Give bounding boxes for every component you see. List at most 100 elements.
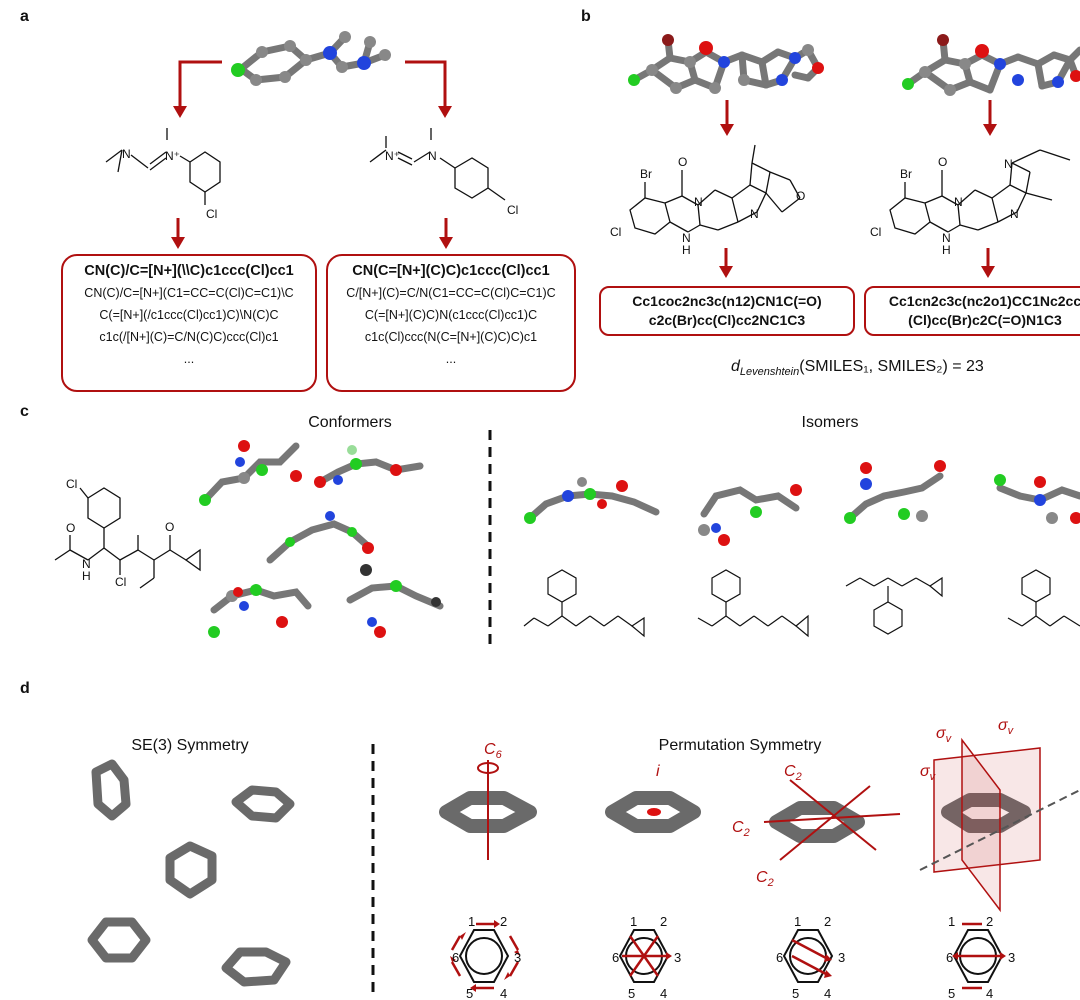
inversion-label: i <box>656 763 660 780</box>
struct-b2-n: N <box>954 195 963 209</box>
struct-b2-nh: N <box>942 231 951 245</box>
se3-title: SE(3) Symmetry <box>131 737 249 754</box>
ring-num: 6 <box>612 950 619 965</box>
c6-label: C6 <box>484 741 503 761</box>
levenshtein-distance: dLevenshtein(SMILES₁, SMILES₂) = 23 <box>731 358 984 378</box>
struct-b1-o: O <box>678 155 687 169</box>
ring-num: 4 <box>500 986 507 1000</box>
ring-num: 3 <box>674 950 681 965</box>
panel-label-b: b <box>581 8 591 25</box>
smiles-ellipsis: ... <box>445 352 457 366</box>
ring-num: 3 <box>838 950 845 965</box>
struct-a-left-n2: N⁺ <box>165 149 180 163</box>
ring-num: 1 <box>468 914 475 929</box>
panel-d-graphics: C6 i C2 C2 C2 σv σv σv <box>87 717 1080 1000</box>
panel-label-a: a <box>20 8 29 25</box>
ring-num: 6 <box>452 950 459 965</box>
struct-b2-cl: Cl <box>870 225 881 239</box>
ring-num: 2 <box>500 914 507 929</box>
smiles-box-left: CN(C)/C=[N+](\\C)c1ccc(Cl)cc1 CN(C)/C=[N… <box>61 254 317 392</box>
sigma-label-3: σv <box>920 763 937 783</box>
sigma-label-2: σv <box>998 717 1015 737</box>
c2-label-top: C2 <box>784 763 802 783</box>
ring-num: 1 <box>794 914 801 929</box>
struct-a-right-n1: N⁺ <box>385 149 400 163</box>
ring-num: 3 <box>1008 950 1015 965</box>
struct-c-cl2: Cl <box>115 575 126 589</box>
struct-b1-n: N <box>694 195 703 209</box>
struct-b2-br: Br <box>900 167 912 181</box>
sigma-label-1: σv <box>936 725 953 745</box>
ring-num: 1 <box>948 914 955 929</box>
panel-label-d: d <box>20 680 30 697</box>
ring-num: 2 <box>660 914 667 929</box>
smiles-variant: C(=[N+](C)C)N(c1ccc(Cl)cc1)C <box>364 308 538 322</box>
struct-b1-h: H <box>682 243 691 257</box>
struct-a-left-n1: N <box>122 147 131 161</box>
conformers-title: Conformers <box>308 414 392 431</box>
permutation-title: Permutation Symmetry <box>658 737 822 754</box>
c2-label-left: C2 <box>732 819 750 839</box>
struct-c-o2: O <box>165 520 174 534</box>
smiles-box-b1: Cc1coc2nc3c(n12)CN1C(=O) c2c(Br)cc(Cl)cc… <box>599 286 855 336</box>
conformer-group <box>201 442 444 614</box>
ring-num: 1 <box>630 914 637 929</box>
struct-a-right-n2: N <box>428 149 437 163</box>
struct-c-n: N <box>82 557 91 571</box>
smiles-box-right: CN(C=[N+](C)C)c1ccc(Cl)cc1 C/[N+](C)=C/N… <box>326 254 576 392</box>
smiles-variant: CN(C)/C=[N+](C1=CC=C(Cl)C=C1)\C <box>84 286 294 300</box>
ring-num: 5 <box>466 986 473 1000</box>
lev-sub: Levenshtein <box>739 366 800 379</box>
ring-num: 3 <box>514 950 521 965</box>
ring-num: 4 <box>824 986 831 1000</box>
smiles-line: Cc1cn2c3c(nc2o1)CC1Nc2cc <box>888 293 1080 309</box>
smiles-canonical-left: CN(C)/C=[N+](\\C)c1ccc(Cl)cc1 <box>84 263 294 279</box>
ring-num: 5 <box>628 986 635 1000</box>
ring-num: 4 <box>660 986 667 1000</box>
isomer-atoms <box>524 460 1080 546</box>
panel-label-c: c <box>20 403 29 420</box>
perm-rings <box>439 791 1031 843</box>
smiles-variant: C(=[N+](/c1ccc(Cl)cc1)C)\N(C)C <box>99 308 279 322</box>
struct-b1-nh: N <box>682 231 691 245</box>
struct-b1-br: Br <box>640 167 652 181</box>
struct-b2-n2: N <box>1010 207 1019 221</box>
se3-rings <box>87 759 295 987</box>
smiles-variant: C/[N+](C)=C/N(C1=CC=C(Cl)C=C1)C <box>346 286 556 300</box>
struct-a-left-cl: Cl <box>206 207 217 221</box>
struct-b1-cl: Cl <box>610 225 621 239</box>
ring-num: 2 <box>986 914 993 929</box>
smiles-variant: c1c(/[N+](C)=C/N(C)C)ccc(Cl)c1 <box>99 330 279 344</box>
struct-b2-h: H <box>942 243 951 257</box>
smiles-variant: c1c(Cl)ccc(N(C=[N+](C)C)C)c1 <box>364 330 538 344</box>
struct-c-h: H <box>82 569 91 583</box>
lev-expr: (SMILES₁, SMILES₂) = 23 <box>799 358 984 375</box>
molecule-3d-a <box>231 31 391 86</box>
smiles-line: (Cl)cc(Br)c2C(=O)N1C3 <box>908 312 1062 328</box>
struct-b1-o2: O <box>796 189 805 203</box>
smiles-ellipsis: ... <box>183 352 195 366</box>
struct-b1-n2: N <box>750 207 759 221</box>
smiles-box-b2: Cc1cn2c3c(nc2o1)CC1Nc2cc (Cl)cc(Br)c2C(=… <box>864 286 1080 336</box>
panel-b-graphics: Br O Cl N N H N O Br O Cl N N H N N <box>610 34 1080 278</box>
struct-b2-o: O <box>938 155 947 169</box>
smiles-line: c2c(Br)cc(Cl)cc2NC1C3 <box>648 312 806 328</box>
ring-num: 4 <box>986 986 993 1000</box>
hexagon-diagrams: 1 2 3 4 5 6 1 2 3 4 5 6 1 2 3 4 5 6 1 2 … <box>450 914 1015 1000</box>
isomers-title: Isomers <box>801 414 859 431</box>
conformer-atoms <box>199 440 441 638</box>
lev-d: d <box>731 358 740 375</box>
molecule-3d-b1 <box>628 34 824 94</box>
ring-num: 5 <box>792 986 799 1000</box>
smiles-canonical-right: CN(C=[N+](C)C)c1ccc(Cl)cc1 <box>352 263 550 279</box>
ring-num: 5 <box>948 986 955 1000</box>
smiles-line: Cc1coc2nc3c(n12)CN1C(=O) <box>632 293 822 309</box>
molecule-3d-b2 <box>902 34 1080 96</box>
c2-label-bottom: C2 <box>756 869 774 889</box>
ring-num: 6 <box>946 950 953 965</box>
ring-num: 2 <box>824 914 831 929</box>
panel-c-graphics: Cl O N H Cl O <box>54 430 1080 645</box>
ring-num: 6 <box>776 950 783 965</box>
struct-c-o1: O <box>66 521 75 535</box>
panel-a-graphics: N N⁺ Cl N⁺ N Cl <box>105 31 518 249</box>
